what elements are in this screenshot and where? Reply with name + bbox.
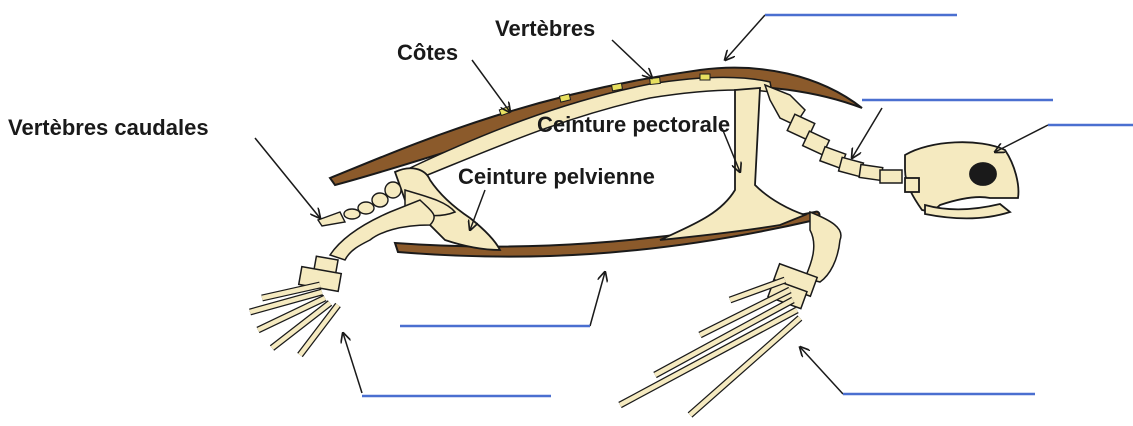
label-vertebres-caudales: Vertèbres caudales [8, 117, 209, 139]
label-ceinture-pelvienne: Ceinture pelvienne [458, 166, 655, 188]
label-ceinture-pectorale: Ceinture pectorale [537, 114, 730, 136]
label-cotes: Côtes [397, 42, 458, 64]
skull [905, 142, 1018, 218]
hind-leg [250, 200, 434, 355]
label-vertebres: Vertèbres [495, 18, 595, 40]
